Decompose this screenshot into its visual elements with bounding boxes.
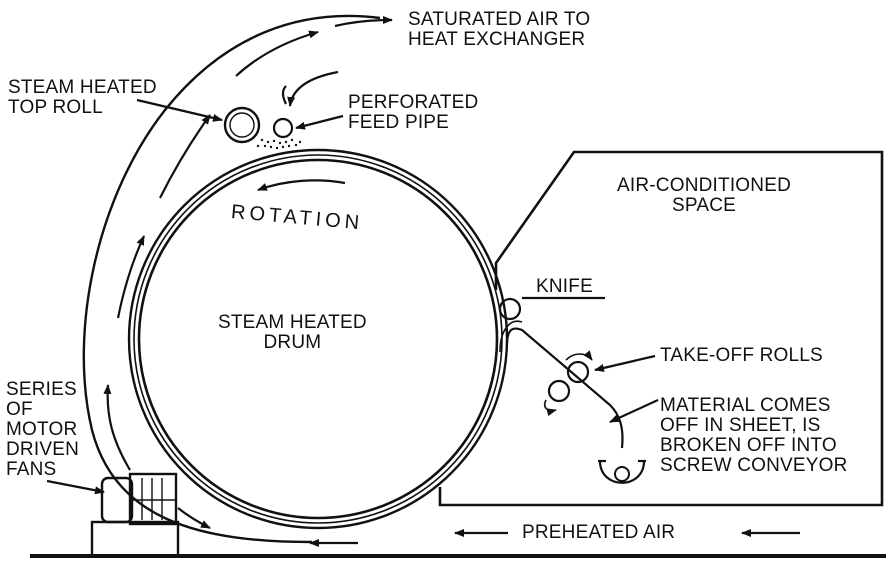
saturated-air-label: SATURATED AIR TO HEAT EXCHANGER <box>408 9 591 50</box>
hood-airflow-arrows <box>103 16 393 529</box>
rotation-arrow <box>257 179 346 192</box>
feed-curl <box>281 85 287 105</box>
fans-pointer <box>46 479 105 495</box>
knife-label: KNIFE <box>536 276 593 297</box>
drum-label: STEAM HEATED DRUM <box>218 312 367 353</box>
take-off-pointer <box>594 354 656 372</box>
fans-label: SERIES OF MOTOR DRIVEN FANS <box>6 379 79 480</box>
motor-driven-fans <box>90 472 180 558</box>
outer-hood <box>82 14 381 544</box>
top-roll-label: STEAM HEATED TOP ROLL <box>8 77 157 118</box>
top-roll-pointer <box>136 98 223 122</box>
preheated-air-arrows <box>309 529 800 547</box>
feed-down-arrow <box>287 70 339 107</box>
steam-heated-top-roll <box>223 106 261 144</box>
material-label: MATERIAL COMES OFF IN SHEET, IS BROKEN O… <box>660 395 848 476</box>
air-conditioned-enclosure <box>438 150 884 507</box>
air-conditioned-label: AIR-CONDITIONED SPACE <box>617 175 791 216</box>
preheated-air-label: PREHEATED AIR <box>522 522 676 543</box>
feed-pipe-pointer <box>295 114 344 130</box>
material-pointer <box>609 399 659 423</box>
feed-spray-dots <box>256 138 302 150</box>
screw-conveyor <box>598 459 646 484</box>
material-sheet <box>505 327 624 449</box>
knife <box>498 297 522 321</box>
take-off-rolls-label: TAKE-OFF ROLLS <box>660 345 823 366</box>
material-sheet-outer <box>499 320 523 353</box>
feed-pipe-label: PERFORATED FEED PIPE <box>348 92 479 133</box>
take-off-rolls <box>543 350 593 417</box>
perforated-feed-pipe <box>272 117 294 139</box>
